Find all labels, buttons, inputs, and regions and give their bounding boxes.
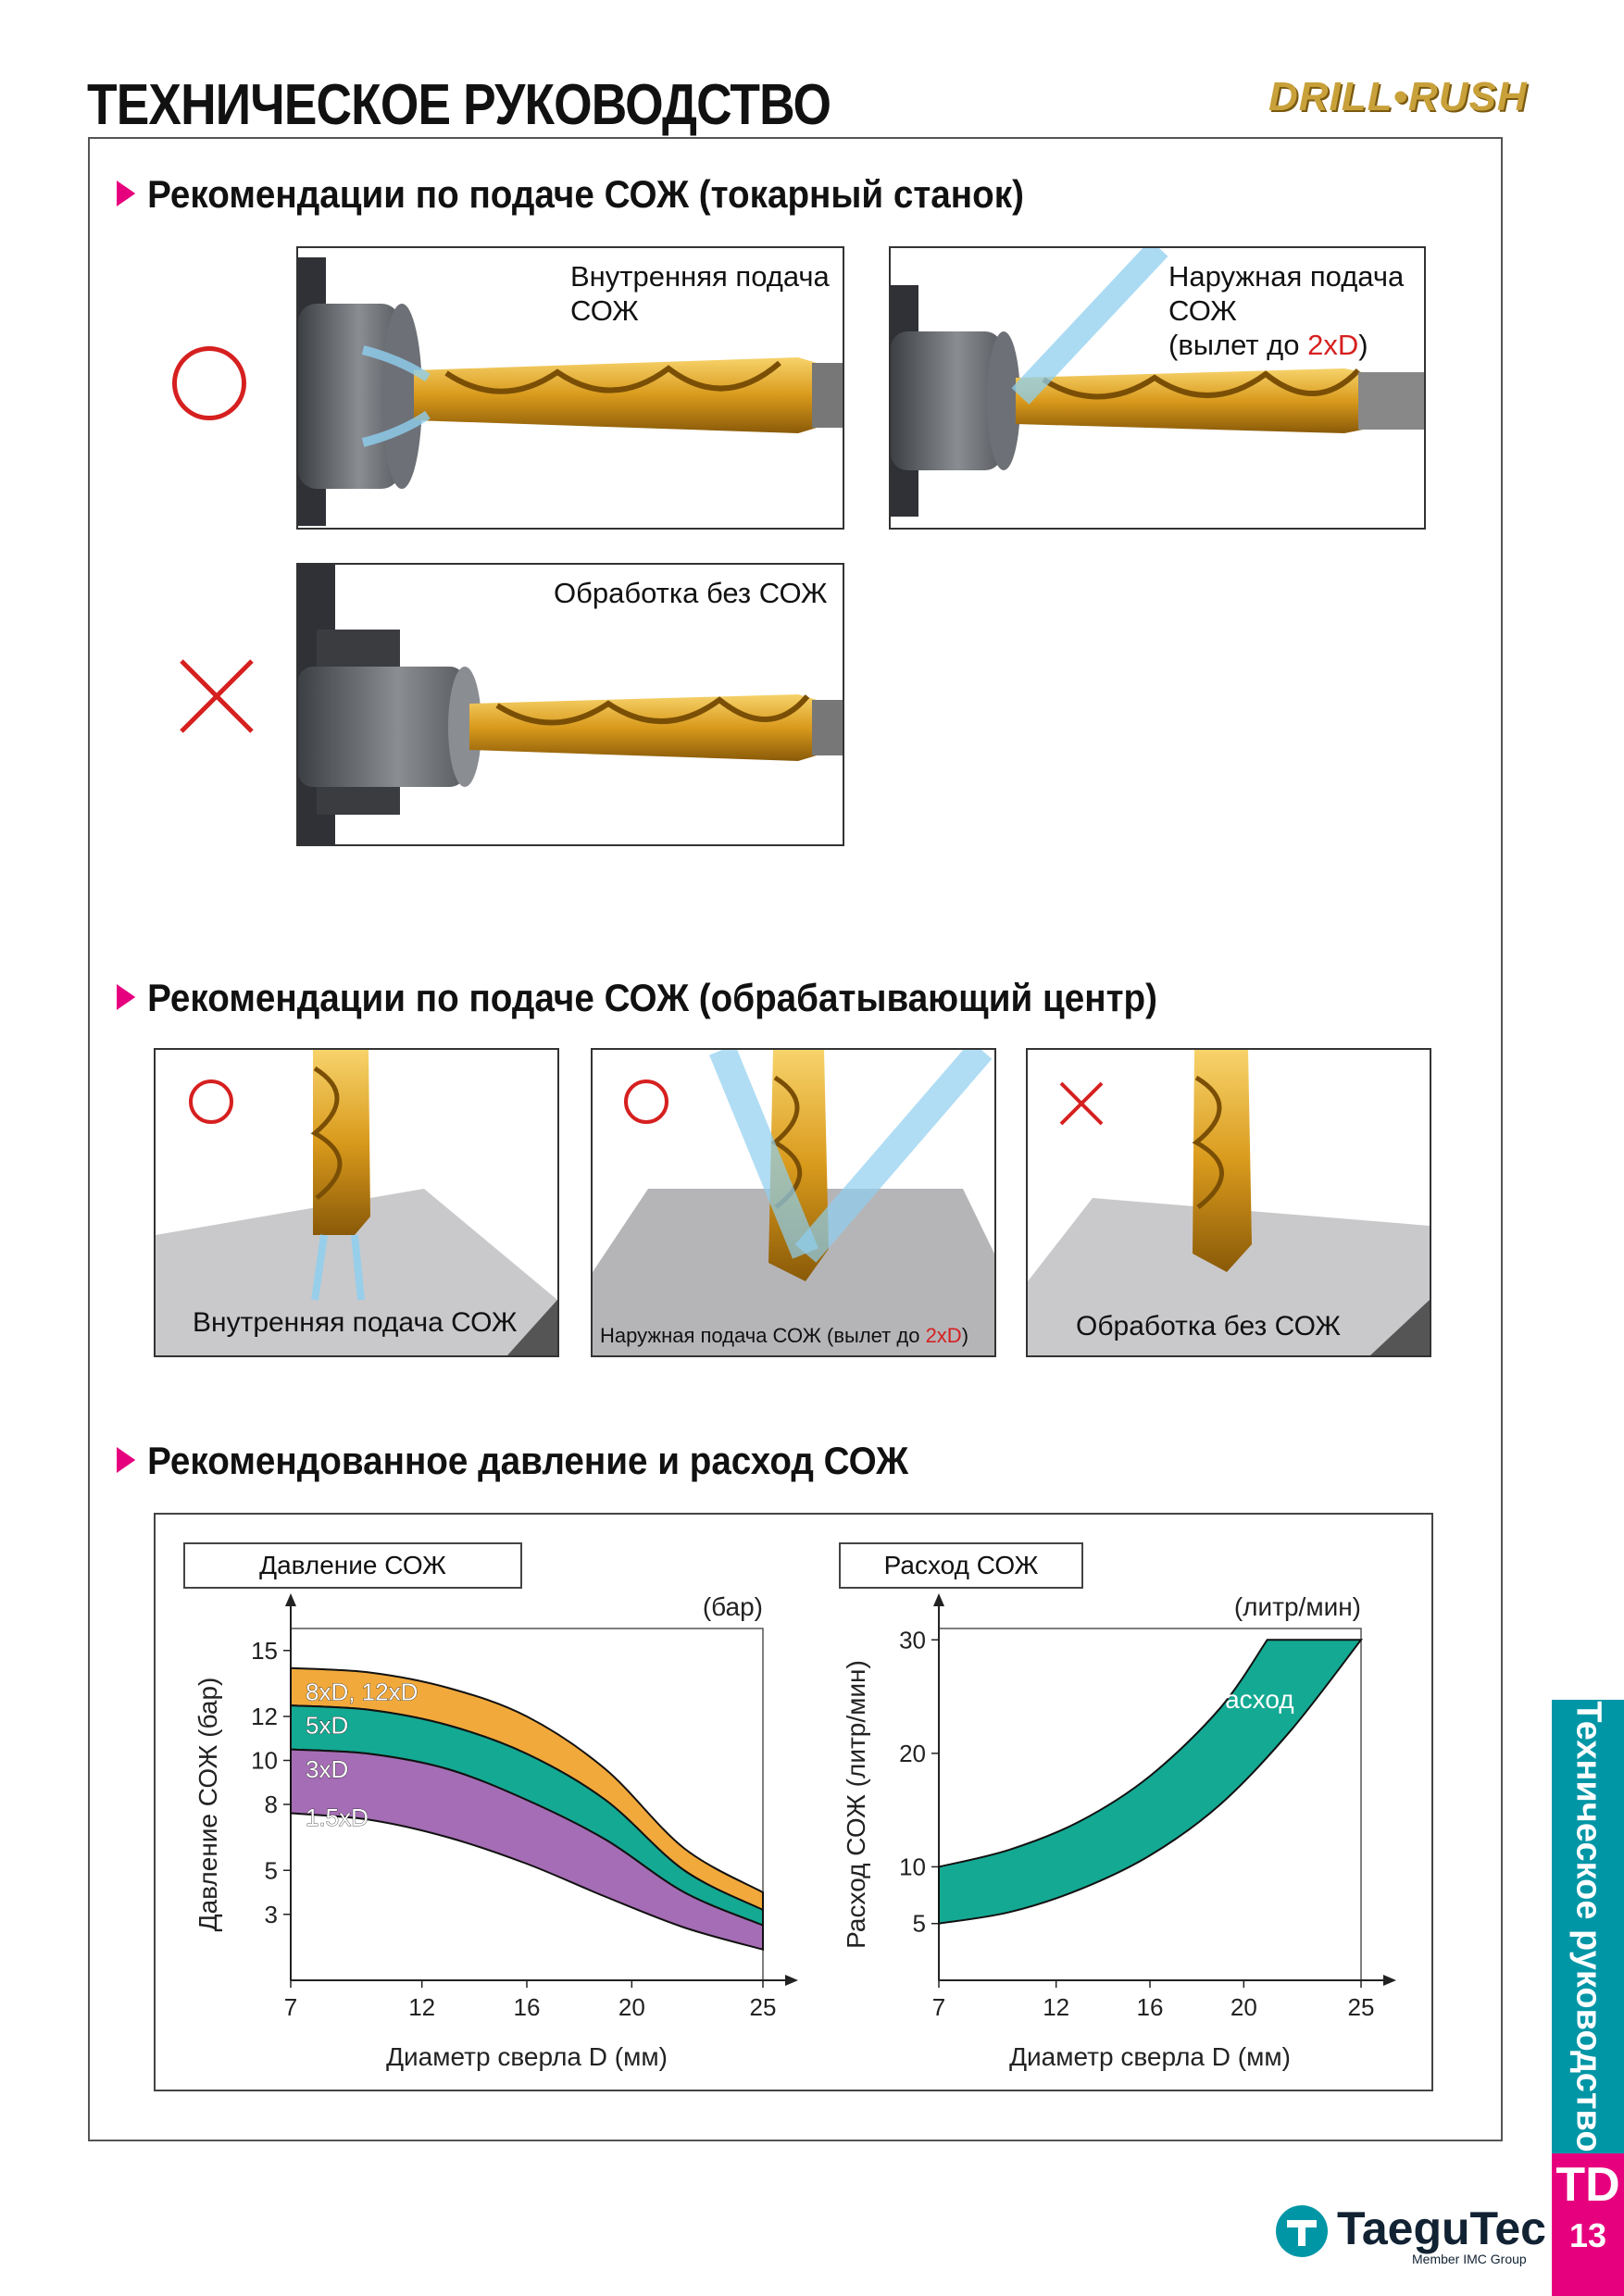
- x-axis-arrow-icon: [785, 1975, 798, 1986]
- section-heading-text: Рекомендации по подаче СОЖ (обрабатывающ…: [147, 976, 1158, 1019]
- photo-lathe-external-coolant: Наружная подача СОЖ (вылет до 2xD): [889, 246, 1426, 530]
- x-axis-arrow-icon: [1383, 1975, 1396, 1986]
- x-tick-label: 25: [750, 1993, 777, 2021]
- taegutec-logo-sub: Member IMC Group: [1412, 2252, 1527, 2266]
- y-tick-label: 8: [265, 1791, 278, 1818]
- photo-lathe-dry: Обработка без СОЖ: [296, 563, 844, 846]
- chart-container: [154, 1513, 1433, 2091]
- correct-circle-icon: [189, 1079, 233, 1124]
- caption-mc-external-pre: Наружная подача СОЖ (вылет до: [600, 1324, 926, 1347]
- x-tick-label: 20: [618, 1993, 645, 2021]
- caption-external-line3: (вылет до 2xD): [1168, 328, 1404, 362]
- x-tick-label: 12: [1043, 1993, 1069, 2021]
- caption-mc-external-red: 2xD: [925, 1324, 962, 1347]
- photo-mc-internal-coolant: Внутренняя подача СОЖ: [154, 1048, 559, 1357]
- chart-pressure-title: Давление СОЖ: [183, 1542, 522, 1589]
- lathe-external-illustration: [891, 248, 1424, 517]
- photo-mc-external-coolant: Наружная подача СОЖ (вылет до 2xD): [591, 1048, 996, 1357]
- x-tick-label: 16: [514, 1993, 541, 2021]
- y-axis-label: Расход СОЖ (литр/мин): [842, 1660, 870, 1949]
- triangle-bullet-icon: [117, 180, 136, 206]
- mc-external-illustration: [593, 1050, 994, 1355]
- y-tick-label: 12: [251, 1703, 278, 1730]
- x-tick-label: 12: [408, 1993, 435, 2021]
- caption-dry-lathe: Обработка без СОЖ: [554, 577, 828, 609]
- unit-label: (бар): [703, 1592, 763, 1621]
- caption-mc-dry: Обработка без СОЖ: [1076, 1311, 1341, 1341]
- y-tick-label: 10: [899, 1853, 926, 1880]
- y-axis-label: Давление СОЖ (бар): [194, 1678, 222, 1932]
- section-heading-text: Рекомендованное давление и расход СОЖ: [147, 1439, 909, 1482]
- taegutec-logo-text: TaeguTec: [1337, 2202, 1546, 2254]
- y-tick-label: 10: [251, 1747, 278, 1775]
- page-title: ТЕХНИЧЕСКОЕ РУКОВОДСТВО: [87, 73, 831, 137]
- y-axis-arrow-icon: [285, 1593, 296, 1606]
- caption-external-pre: (вылет до: [1168, 329, 1308, 361]
- page-number: 13: [1568, 2216, 1607, 2254]
- caption-external-line1: Наружная подача: [1168, 260, 1405, 293]
- side-tab-text: Техническое руководство: [1568, 1701, 1608, 2152]
- y-tick-label: 15: [251, 1637, 278, 1665]
- chart-flow-title: Расход СОЖ: [839, 1542, 1083, 1589]
- series-label: 1.5xD: [306, 1803, 369, 1831]
- caption-internal-line2: СОЖ: [570, 294, 639, 327]
- photo-mc-dry: Обработка без СОЖ: [1026, 1048, 1431, 1357]
- x-tick-label: 20: [1230, 1993, 1257, 2021]
- content-frame: [88, 137, 1503, 2141]
- correct-circle-icon: [624, 1079, 668, 1124]
- series-label: 8xD, 12xD: [306, 1678, 418, 1706]
- y-tick-label: 5: [913, 1910, 926, 1938]
- y-tick-label: 3: [265, 1901, 278, 1928]
- taegutec-emblem-icon: [1276, 2205, 1328, 2257]
- incorrect-cross-icon: [180, 659, 254, 733]
- x-tick-label: 7: [932, 1993, 945, 2021]
- side-tab: [1552, 1700, 1624, 2153]
- x-tick-label: 7: [284, 1993, 297, 2021]
- triangle-bullet-icon: [117, 1446, 136, 1473]
- caption-mc-external: Наружная подача СОЖ (вылет до 2xD): [600, 1318, 968, 1353]
- side-tab-label: Техническое руководство: [1552, 1700, 1624, 2153]
- section-heading-pressure-flow: Рекомендованное давление и расход СОЖ: [117, 1439, 908, 1483]
- photo-lathe-internal-coolant: Внутренняя подача СОЖ: [296, 246, 844, 530]
- drill-rush-logo: DRILL•RUSH: [1268, 74, 1528, 119]
- caption-external-red: 2xD: [1307, 329, 1359, 361]
- series-label: 5xD: [306, 1711, 348, 1739]
- x-tick-label: 16: [1137, 1993, 1164, 2021]
- x-tick-label: 25: [1348, 1993, 1375, 2021]
- series-label: 3xD: [306, 1755, 348, 1783]
- section-heading-text: Рекомендации по подаче СОЖ (токарный ста…: [147, 172, 1024, 216]
- mc-dry-illustration: [1028, 1050, 1430, 1355]
- correct-circle-icon: [172, 346, 246, 420]
- y-tick-label: 20: [899, 1740, 926, 1767]
- unit-label: (литр/мин): [1234, 1592, 1361, 1621]
- section-heading-lathe: Рекомендации по подаче СОЖ (токарный ста…: [117, 172, 1024, 217]
- caption-internal-line1: Внутренняя подача: [570, 260, 830, 293]
- caption-mc-internal: Внутренняя подача СОЖ: [193, 1307, 518, 1338]
- section-heading-machining-center: Рекомендации по подаче СОЖ (обрабатывающ…: [117, 976, 1157, 1020]
- caption-external-post: ): [1358, 329, 1368, 361]
- y-axis-arrow-icon: [933, 1593, 944, 1606]
- caption-external-line2: СОЖ: [1168, 294, 1237, 327]
- td-badge: [1552, 2153, 1624, 2296]
- x-axis-label: Диаметр сверла D (мм): [1009, 2042, 1291, 2071]
- band-3xd-1.5xd: [290, 1748, 764, 1952]
- lathe-dry-illustration: [298, 565, 843, 844]
- x-axis-label: Диаметр сверла D (мм): [386, 2042, 668, 2071]
- lathe-internal-illustration: [298, 257, 843, 526]
- y-tick-label: 5: [265, 1856, 278, 1884]
- td-code: TD: [1555, 2158, 1620, 2212]
- band-flow-label: Расход: [1208, 1685, 1293, 1714]
- mc-internal-illustration: [156, 1050, 557, 1355]
- y-tick-label: 30: [899, 1626, 926, 1653]
- band-flow: [938, 1639, 1364, 1925]
- triangle-bullet-icon: [117, 983, 136, 1010]
- caption-mc-external-post: ): [961, 1324, 969, 1347]
